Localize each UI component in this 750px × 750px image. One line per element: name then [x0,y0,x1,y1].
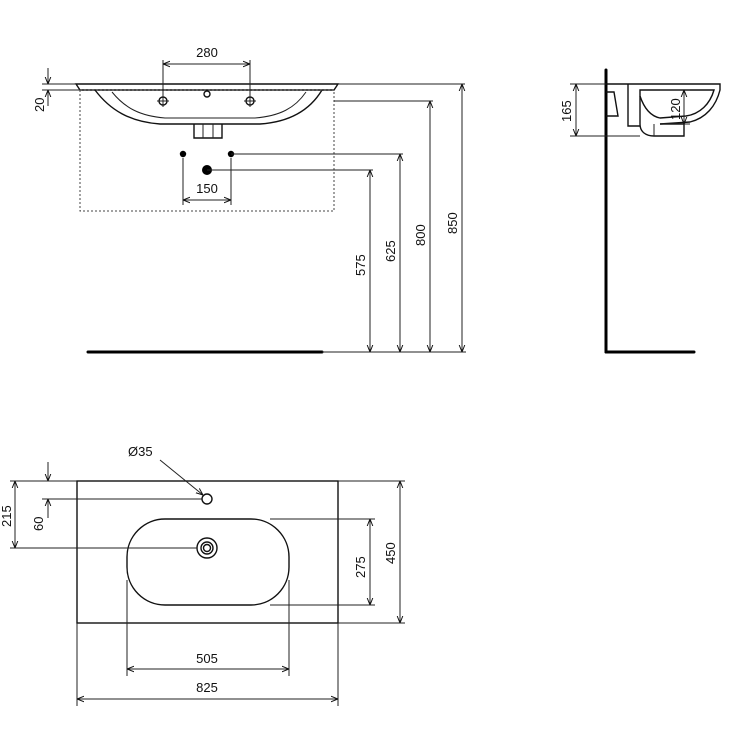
plan-tap-hole [201,493,213,505]
dim-overall-depth: 450 [383,481,400,623]
dim-tap-hole-diameter: Ø35 [128,444,203,495]
dim-rim-thickness: 20 [32,68,80,112]
plan-view: Ø35 60 215 275 450 [0,444,405,706]
dim-label-150: 150 [196,181,218,196]
wall-bracket [606,91,619,117]
dim-depth-215: 215 [0,481,15,548]
dim-depth-165: 165 [559,83,640,137]
basin-rim [74,83,340,91]
dim-label-800: 800 [413,224,428,246]
dim-wall-holes: 150 [182,158,232,205]
plan-waste [196,537,218,559]
dim-bowl-width: 505 [127,651,289,669]
dim-tap-spacing: 280 [162,45,251,95]
dim-label-d35: Ø35 [128,444,153,459]
dim-height-800: 800 [413,101,430,352]
overflow-hole [203,90,211,98]
dim-label-575: 575 [353,254,368,276]
plan-outline [76,480,339,624]
dim-height-625: 625 [383,154,400,352]
dim-label-625: 625 [383,240,398,262]
dim-overall-width: 825 [77,680,338,699]
dim-height-575: 575 [353,170,370,352]
dim-label-165: 165 [559,100,574,122]
dim-label-275: 275 [353,556,368,578]
dim-depth-120: 120 [660,89,690,125]
fixing-hole-left [179,150,187,158]
dim-bowl-depth: 275 [353,519,370,605]
basin-section [606,83,721,125]
dim-label-120: 120 [668,98,683,120]
dim-label-505: 505 [196,651,218,666]
dim-label-825: 825 [196,680,218,695]
dim-label-280: 280 [196,45,218,60]
dim-height-850: 850 [445,84,462,352]
waste-outlet [193,124,223,139]
front-elevation: 280 20 150 575 625 [32,45,466,354]
side-waste-trap [639,96,685,137]
plan-bowl [126,518,290,606]
basin-bowl [94,89,323,125]
tap-hole-right [244,95,256,107]
dim-label-450: 450 [383,542,398,564]
cabinet-outline [79,89,335,212]
dim-label-850: 850 [445,212,460,234]
dim-label-20: 20 [32,98,47,112]
dim-label-60: 60 [31,517,46,531]
tap-hole-left [157,95,169,107]
side-elevation: 165 120 [559,68,721,354]
dim-label-215: 215 [0,505,14,527]
dim-depth-60: 60 [31,462,48,531]
